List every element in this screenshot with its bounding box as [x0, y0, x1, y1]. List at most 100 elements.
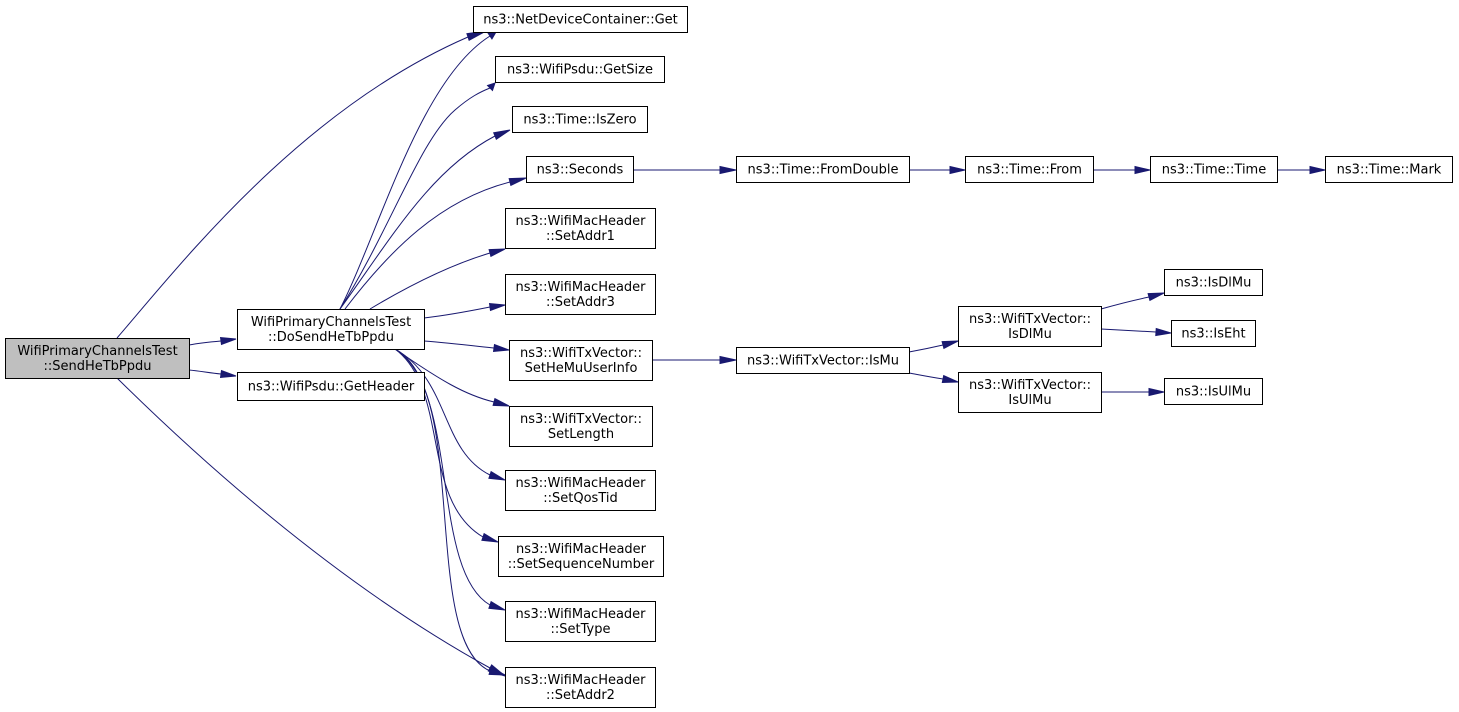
edge-root-to-getheader: [188, 369, 237, 379]
edge-ismu-to-txisdlmu: [908, 340, 959, 353]
edge-arrowhead: [719, 355, 737, 365]
edge-arrowhead: [1134, 165, 1151, 175]
node-box: [505, 601, 656, 642]
edge-line: [1100, 328, 1157, 333]
node-box: [5, 338, 190, 379]
node-txisulmu[interactable]: ns3::WifiTxVector::IsUlMu: [958, 372, 1102, 413]
node-box: [1171, 320, 1256, 347]
edge-arrowhead: [508, 177, 527, 187]
node-label-line: ns3::NetDeviceContainer::Get: [483, 13, 678, 28]
node-ismu[interactable]: ns3::WifiTxVector::IsMu: [736, 347, 910, 374]
edge-line: [339, 135, 496, 310]
node-box: [509, 340, 653, 381]
edge-arrowhead: [488, 666, 506, 676]
node-label-line: ns3::WifiTxVector::: [520, 346, 642, 361]
node-seconds[interactable]: ns3::Seconds: [526, 156, 634, 183]
node-setaddr2[interactable]: ns3::WifiMacHeader::SetAddr2: [505, 667, 656, 708]
node-setlength[interactable]: ns3::WifiTxVector::SetLength: [509, 406, 653, 447]
edge-line: [908, 372, 944, 380]
edge-dosend-to-ndcget: [339, 31, 497, 310]
edge-dosend-to-getsize: [339, 82, 496, 310]
node-dosend[interactable]: WifiPrimaryChannelsTest::DoSendHeTbPpdu: [237, 309, 425, 350]
node-box: [1150, 156, 1278, 183]
edge-arrowhead: [941, 374, 959, 383]
node-box: [495, 56, 665, 83]
nodes-layer: WifiPrimaryChannelsTest::SendHeTbPpduWif…: [5, 6, 1453, 708]
node-label-line: ns3::WifiTxVector::: [969, 312, 1091, 327]
edge-arrowhead: [219, 369, 237, 379]
node-box: [958, 372, 1102, 413]
node-settype[interactable]: ns3::WifiMacHeader::SetType: [505, 601, 656, 642]
node-box: [498, 536, 664, 577]
node-label-line: WifiPrimaryChannelsTest: [251, 315, 411, 330]
edge-fromdouble-to-from: [909, 165, 966, 175]
node-setaddr1[interactable]: ns3::WifiMacHeader::SetAddr1: [505, 208, 656, 249]
edges-layer: [116, 30, 1326, 677]
node-box: [505, 667, 656, 708]
edge-line: [116, 36, 469, 339]
node-label-line: ns3::Time::IsZero: [523, 113, 636, 128]
node-label-line: SetHeMuUserInfo: [525, 361, 638, 376]
edge-line: [394, 348, 491, 606]
node-label-line: ns3::WifiTxVector::: [520, 412, 642, 427]
node-label-line: ns3::Seconds: [537, 163, 624, 178]
node-label-line: ns3::Time::Mark: [1337, 163, 1442, 178]
node-label-line: ns3::WifiMacHeader: [516, 542, 647, 557]
edge-arrowhead: [488, 248, 506, 258]
node-getheader[interactable]: ns3::WifiPsdu::GetHeader: [237, 372, 425, 401]
node-label-line: ::SetQosTid: [543, 491, 617, 506]
node-label-line: ns3::Time::FromDouble: [748, 163, 899, 178]
node-root[interactable]: WifiPrimaryChannelsTest::SendHeTbPpdu: [5, 338, 190, 379]
node-box: [505, 274, 656, 315]
node-label-line: ns3::WifiMacHeader: [515, 280, 646, 295]
node-sethemu[interactable]: ns3::WifiTxVector::SetHeMuUserInfo: [509, 340, 653, 381]
edge-seconds-to-fromdouble: [633, 165, 737, 175]
edge-line: [339, 87, 491, 310]
node-label-line: ::SendHeTbPpdu: [43, 359, 151, 374]
node-time[interactable]: ns3::Time::Time: [1150, 156, 1278, 183]
edge-txisdlmu-to-iseht: [1100, 327, 1172, 337]
node-setqostid[interactable]: ns3::WifiMacHeader::SetQosTid: [505, 470, 656, 511]
node-label-line: ns3::WifiTxVector::: [969, 378, 1091, 393]
edge-line: [344, 181, 511, 310]
node-ndcget[interactable]: ns3::NetDeviceContainer::Get: [473, 6, 688, 33]
node-mark[interactable]: ns3::Time::Mark: [1325, 156, 1453, 183]
node-txisdlmu[interactable]: ns3::WifiTxVector::IsDlMu: [958, 306, 1102, 347]
node-label-line: WifiPrimaryChannelsTest: [17, 344, 177, 359]
node-label-line: ns3::WifiMacHeader: [515, 673, 646, 688]
node-isdlmu[interactable]: ns3::IsDlMu: [1164, 269, 1263, 296]
edge-arrowhead: [1309, 165, 1326, 175]
node-fromdouble[interactable]: ns3::Time::FromDouble: [736, 156, 910, 183]
edge-dosend-to-settype: [394, 348, 506, 611]
edge-dosend-to-setaddr1: [369, 248, 506, 310]
node-box: [509, 406, 653, 447]
node-iseht[interactable]: ns3::IsEht: [1171, 320, 1256, 347]
node-label-line: ns3::WifiMacHeader: [515, 214, 646, 229]
node-label-line: ns3::IsDlMu: [1176, 276, 1252, 291]
node-label-line: ns3::WifiMacHeader: [515, 476, 646, 491]
edge-time-to-mark: [1277, 165, 1326, 175]
node-box: [505, 208, 656, 249]
node-label-line: ::SetAddr1: [546, 229, 615, 244]
node-box: [512, 106, 648, 133]
edge-line: [394, 348, 491, 476]
node-isulmu[interactable]: ns3::IsUlMu: [1164, 378, 1263, 405]
edge-line: [1100, 296, 1150, 310]
node-box: [1325, 156, 1453, 183]
edge-arrowhead: [487, 31, 497, 40]
edge-line: [908, 344, 944, 353]
edge-root-to-dosend: [188, 336, 237, 346]
node-box: [1164, 378, 1263, 405]
edge-txisdlmu-to-isdlmu: [1100, 292, 1165, 310]
node-getsize[interactable]: ns3::WifiPsdu::GetSize: [495, 56, 665, 83]
edge-arrowhead: [493, 129, 511, 141]
node-label-line: ::SetType: [551, 622, 611, 637]
node-label-line: ns3::WifiPsdu::GetHeader: [248, 380, 415, 395]
edge-arrowhead: [492, 343, 510, 353]
node-iszero[interactable]: ns3::Time::IsZero: [512, 106, 648, 133]
node-setseq[interactable]: ns3::WifiMacHeader::SetSequenceNumber: [498, 536, 664, 577]
node-box: [237, 309, 425, 350]
node-from[interactable]: ns3::Time::From: [965, 156, 1094, 183]
node-setaddr3[interactable]: ns3::WifiMacHeader::SetAddr3: [505, 274, 656, 315]
edge-arrowhead: [486, 82, 496, 92]
